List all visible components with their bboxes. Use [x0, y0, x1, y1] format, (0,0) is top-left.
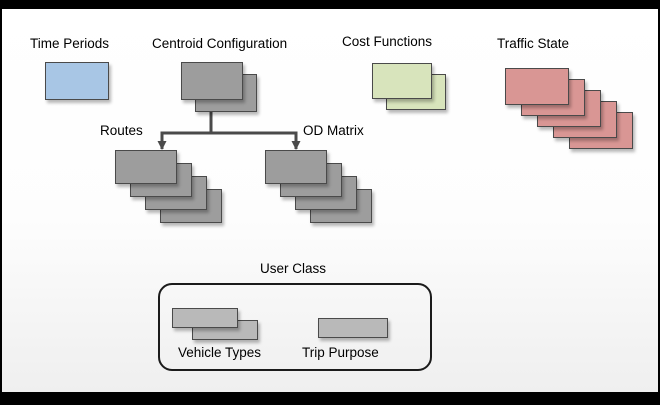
time-periods-box: [45, 62, 109, 100]
vehicle-types-card: [172, 308, 238, 328]
trip-purpose-label: Trip Purpose: [302, 345, 379, 360]
od-matrix-card: [265, 150, 327, 184]
time-periods-label: Time Periods: [30, 36, 110, 51]
cost-functions-card: [372, 63, 432, 99]
traffic-state-card: [505, 68, 569, 105]
centroid-configuration-label: Centroid Configuration: [152, 36, 288, 51]
od-matrix-label: OD Matrix: [303, 123, 364, 138]
trip-purpose-card: [318, 318, 388, 338]
user-class-label: User Class: [260, 261, 327, 276]
traffic-state-label: Traffic State: [497, 36, 570, 51]
routes-label: Routes: [100, 123, 143, 138]
cost-functions-label: Cost Functions: [342, 34, 433, 49]
user-class-group-box: [158, 283, 432, 371]
routes-card: [115, 150, 177, 184]
vehicle-types-label: Vehicle Types: [178, 345, 262, 360]
centroid-configuration-card: [181, 62, 243, 100]
